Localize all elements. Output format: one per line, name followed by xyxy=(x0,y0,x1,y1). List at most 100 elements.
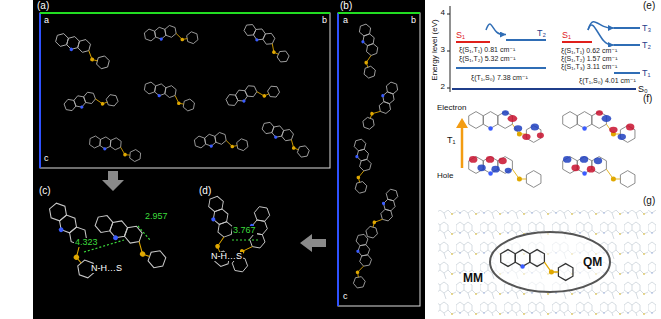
state-label: T₁ xyxy=(446,136,457,145)
orbital-plot xyxy=(505,168,512,174)
molecule-packing xyxy=(258,121,314,159)
unit-cell-frame xyxy=(338,13,420,306)
coupling-label: ξ(S₁,T₃) 3.11 cm⁻¹ xyxy=(560,63,618,70)
orbital-plot xyxy=(477,164,485,171)
orbital-plot xyxy=(626,124,634,131)
energy-axis xyxy=(447,14,450,15)
energy-level: S₁ xyxy=(456,30,490,43)
molecule-packing xyxy=(144,21,199,52)
energy-level-bar xyxy=(562,41,592,43)
orbital-plot xyxy=(522,134,530,140)
axis-label: c xyxy=(342,292,349,301)
panel-label: (e) xyxy=(642,1,656,11)
orbital-plot xyxy=(571,164,579,171)
energy-level: S₀ xyxy=(452,83,648,95)
molecule-packing xyxy=(52,32,113,70)
excitation-arrow xyxy=(456,118,468,168)
orbital-plot xyxy=(602,115,612,122)
energy-level-bar xyxy=(456,41,490,43)
energy-level-bar xyxy=(452,88,636,90)
axis-label: b xyxy=(321,16,328,25)
molecule-packing xyxy=(194,128,249,159)
panel-label: (f) xyxy=(642,94,653,104)
energy-axis xyxy=(447,6,450,92)
state-label: T₃ xyxy=(642,23,651,33)
contact-line xyxy=(84,226,258,252)
panel-arrow xyxy=(300,234,326,252)
qmmm-model xyxy=(490,232,610,292)
orbital-plot xyxy=(508,115,518,122)
orbital-plot xyxy=(563,157,635,188)
orbital-plot xyxy=(469,156,477,163)
energy-level-bar xyxy=(614,72,640,74)
unit-cell-frame xyxy=(40,13,330,168)
molecule-packing xyxy=(343,138,378,194)
orbital-plot xyxy=(531,124,539,131)
transfer-arrow xyxy=(588,22,614,30)
molecule-packing xyxy=(365,186,400,242)
coupling-label: ξ(S₁,T₂) 5.32 cm⁻¹ xyxy=(458,55,517,62)
panel-arrow xyxy=(102,171,124,191)
panel-label: (d) xyxy=(198,186,212,196)
state-label: T₂ xyxy=(506,28,546,38)
molecule-packing xyxy=(361,78,399,134)
orbital-plot xyxy=(618,134,626,140)
axis-label: a xyxy=(43,16,50,25)
energy-level-bar xyxy=(456,67,546,69)
energy-level: S₁ xyxy=(562,30,592,43)
molecule-packing xyxy=(345,234,376,289)
molecule-pair xyxy=(88,213,172,270)
orbital-plot xyxy=(469,110,544,142)
orbital-plot xyxy=(609,127,617,133)
orbital-plot xyxy=(491,166,499,173)
state-label: T₁ xyxy=(642,68,651,78)
orbital-plot xyxy=(594,157,602,164)
panel-label: (c) xyxy=(38,186,52,196)
orbital-label: Hole xyxy=(436,172,454,180)
unit-cell-frame xyxy=(40,13,420,306)
orbital-plot xyxy=(469,110,635,187)
energy-level: T₂ xyxy=(614,39,651,51)
orbital-plot xyxy=(537,133,544,139)
region-label: MM xyxy=(462,272,484,284)
distance-label: 2.957 xyxy=(144,212,169,221)
energy-level: T₃ xyxy=(614,22,651,34)
state-label: S₁ xyxy=(562,30,592,40)
axis-label: c xyxy=(43,154,50,163)
molecule-packing xyxy=(88,136,141,162)
unit-cell-frame xyxy=(40,12,330,14)
orbital-label: Electron xyxy=(436,104,467,112)
energy-axis xyxy=(447,51,450,52)
panel-label: (b) xyxy=(339,1,353,11)
coupling-label: ξ(S₁,T₂) 1.57 cm⁻¹ xyxy=(560,55,619,62)
orbital-plot xyxy=(563,156,635,187)
dark-panel xyxy=(33,0,425,319)
molecule-packing xyxy=(52,21,399,288)
molecule-packing xyxy=(142,81,197,112)
axis-label: a xyxy=(342,16,349,25)
contact-line xyxy=(138,226,150,240)
coupling-label: ξ(T₁,S₀) 4.01 cm⁻¹ xyxy=(578,77,637,84)
molecule-packing xyxy=(225,75,281,117)
tick-label: 3 xyxy=(440,46,446,54)
energy-level-bar xyxy=(506,39,546,41)
orbital-plot xyxy=(563,156,571,163)
coupling-label: ξ(S₁,T₁) 0.81 cm⁻¹ xyxy=(458,46,516,53)
orbital-plot xyxy=(514,125,522,131)
contact-label: N-H…S xyxy=(210,252,243,261)
transfer-arrow xyxy=(486,24,506,35)
molecule-packing xyxy=(63,83,119,121)
energy-level-bar xyxy=(614,44,640,46)
region-label: QM xyxy=(582,256,603,268)
qmmm-model xyxy=(438,210,656,316)
coupling-label: ξ(T₁,S₀) 7.38 cm⁻¹ xyxy=(470,74,529,81)
orbital-plot xyxy=(596,110,603,116)
molecule-pair xyxy=(35,195,271,281)
orbital-plot xyxy=(469,156,541,187)
contact-label: N-H…S xyxy=(90,264,123,273)
tick-label: 4 xyxy=(440,9,446,17)
orbital-plot xyxy=(469,157,541,188)
energy-axis xyxy=(447,88,450,89)
qmmm-model xyxy=(438,210,656,316)
